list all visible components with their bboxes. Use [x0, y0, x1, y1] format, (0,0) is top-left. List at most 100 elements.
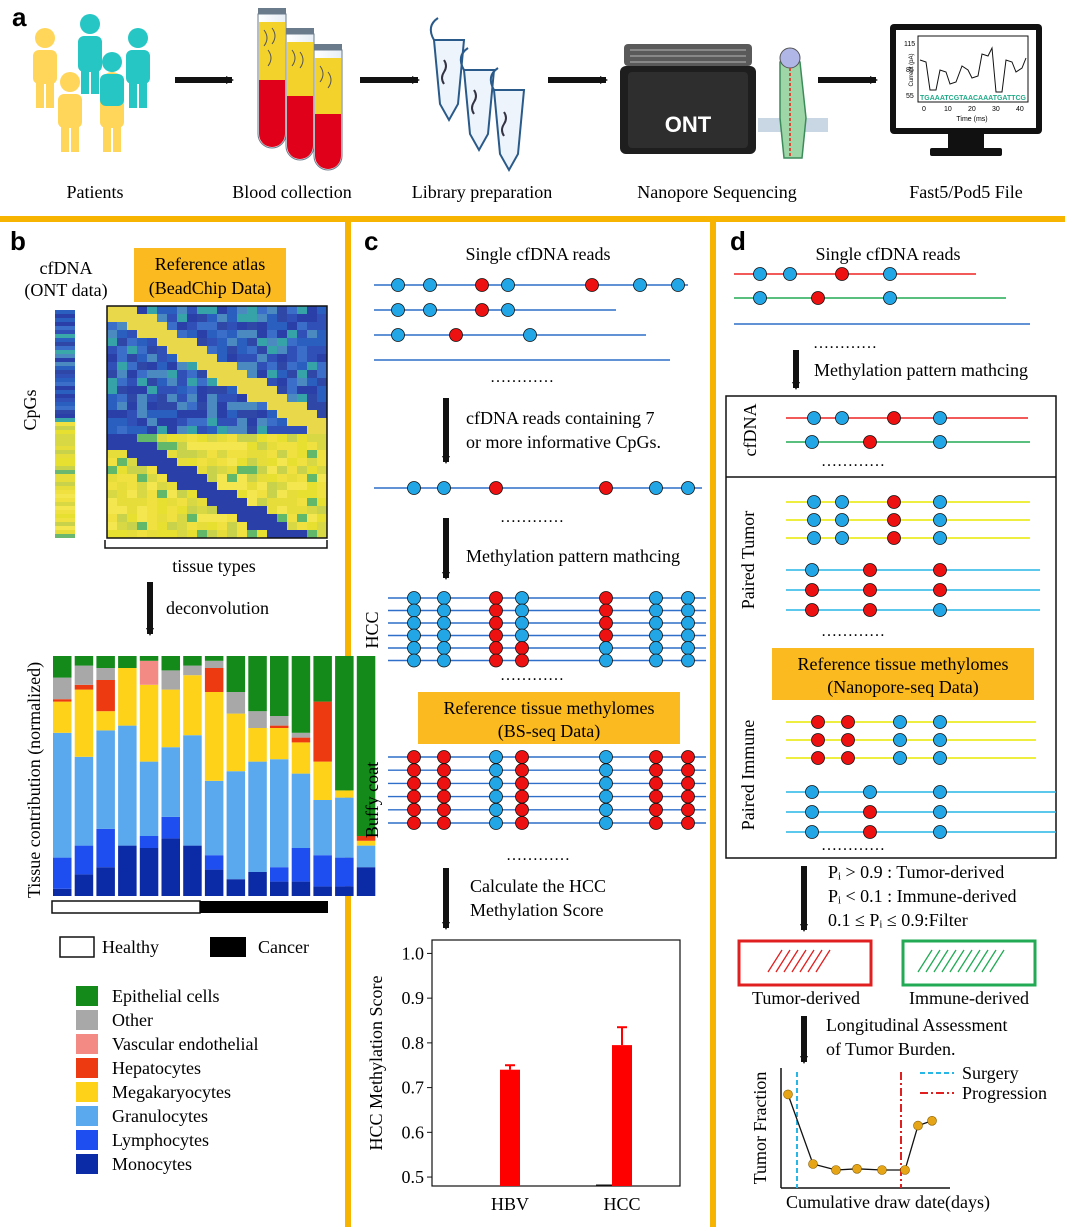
bar-segment-granulocytes — [53, 732, 72, 858]
tf-y-axis-label: Tumor Fraction — [750, 1072, 770, 1185]
atlas-cell — [237, 434, 247, 442]
atlas-cell — [317, 410, 327, 418]
atlas-cell — [167, 466, 177, 474]
bar-segment-epithelial-cells — [161, 656, 180, 671]
atlas-cell — [147, 434, 157, 442]
strip-cell — [55, 386, 75, 390]
cancer-legend-label: Cancer — [258, 937, 309, 957]
atlas-cell — [297, 394, 307, 402]
score-ytick-label: 1.0 — [402, 943, 425, 963]
atlas-cell — [287, 450, 297, 458]
strip-cell — [55, 334, 75, 338]
atlas-cell — [277, 458, 287, 466]
bar-segment-megakaryocytes — [183, 675, 202, 736]
methylated-cpg — [515, 789, 529, 804]
atlas-cell — [247, 346, 257, 354]
atlas-cell — [237, 458, 247, 466]
reference-methylomes-box-c — [418, 692, 680, 744]
single-cfdna-reads-c — [374, 278, 688, 361]
atlas-cell — [307, 362, 317, 370]
paired-tumor-label: Paired Tumor — [738, 511, 758, 610]
atlas-cell — [247, 522, 257, 530]
atlas-cell — [167, 474, 177, 482]
atlas-cell — [237, 498, 247, 506]
atlas-cell — [287, 466, 297, 474]
atlas-cell — [287, 354, 297, 362]
atlas-cell — [147, 514, 157, 522]
methylated-cpg — [407, 816, 421, 830]
atlas-cell — [117, 426, 127, 434]
atlas-cell — [157, 474, 167, 482]
atlas-cell — [207, 322, 217, 330]
atlas-cell — [317, 322, 327, 330]
bar-segment-epithelial-cells — [74, 656, 94, 666]
atlas-cell — [187, 354, 197, 362]
atlas-cell — [247, 514, 257, 522]
atlas-cell — [197, 346, 207, 354]
step-label-patients: Patients — [67, 182, 124, 202]
atlas-cell — [137, 314, 147, 322]
atlas-cell — [247, 530, 257, 538]
atlas-cell — [317, 434, 327, 442]
atlas-cell — [177, 346, 187, 354]
atlas-cell — [277, 442, 287, 450]
atlas-cell — [277, 378, 287, 386]
atlas-cell — [127, 474, 137, 482]
atlas-cell — [297, 514, 307, 522]
panel-a-letter: a — [12, 2, 27, 32]
tumor-reads-squiggles — [767, 949, 831, 973]
atlas-cell — [237, 530, 247, 538]
strip-cell — [55, 458, 75, 462]
atlas-cell — [147, 370, 157, 378]
atlas-cell — [207, 530, 217, 538]
strip-cell — [55, 526, 75, 530]
atlas-cell — [197, 330, 207, 338]
atlas-cell — [277, 370, 287, 378]
strip-cell — [55, 514, 75, 518]
unmethylated-cpg — [681, 591, 695, 605]
atlas-cell — [187, 322, 197, 330]
bar-segment-lymphocytes — [139, 836, 159, 848]
atlas-cell — [307, 346, 317, 354]
atlas-cell — [107, 442, 117, 450]
bar-segment-other — [248, 711, 267, 728]
atlas-cell — [237, 370, 247, 378]
atlas-cell — [167, 530, 177, 538]
atlas-cell — [167, 322, 177, 330]
bar-segment-granulocytes — [96, 730, 115, 829]
trace-x-axis-label: Time (ms) — [956, 116, 987, 123]
bar-segment-granulocytes — [74, 756, 94, 846]
atlas-cell — [107, 410, 117, 418]
atlas-cell — [257, 426, 267, 434]
unmethylated-cpg — [437, 628, 451, 643]
atlas-cell — [247, 506, 257, 514]
bar-segment-granulocytes — [139, 761, 159, 836]
atlas-cell — [117, 466, 127, 474]
unmethylated-cpg — [489, 750, 503, 764]
atlas-cell — [177, 322, 187, 330]
atlas-cell — [107, 434, 117, 442]
atlas-cell — [217, 354, 227, 362]
atlas-cell — [197, 466, 207, 474]
methylated-cpg — [515, 816, 529, 830]
atlas-cell — [107, 402, 117, 410]
atlas-cell — [137, 442, 147, 450]
atlas-cell — [167, 386, 177, 394]
atlas-cell — [247, 362, 257, 370]
patients-icon — [33, 14, 150, 152]
atlas-cell — [287, 362, 297, 370]
bar-segment-hepatocytes — [53, 699, 72, 702]
atlas-cell — [177, 330, 187, 338]
atlas-cell — [217, 498, 227, 506]
atlas-cell — [317, 346, 327, 354]
unmethylated-cpg — [933, 531, 947, 545]
atlas-cell — [307, 314, 317, 322]
atlas-cell — [237, 362, 247, 370]
atlas-cell — [107, 394, 117, 402]
atlas-cell — [127, 434, 137, 442]
unmethylated-cpg — [599, 816, 613, 830]
strip-cell — [55, 534, 75, 538]
atlas-cell — [287, 330, 297, 338]
atlas-cell — [177, 458, 187, 466]
